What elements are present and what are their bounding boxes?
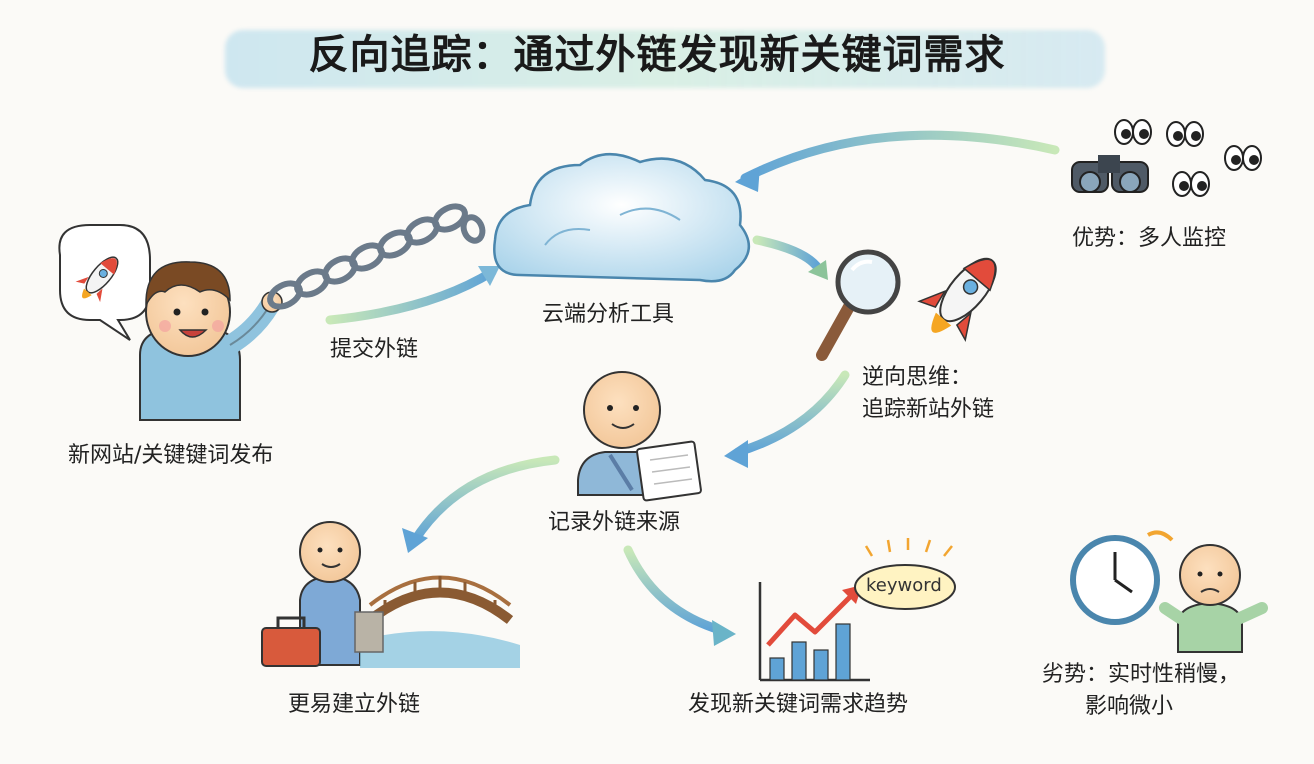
label-submit: 提交外链 (330, 337, 419, 362)
arrow-cloud-to-magnifier (752, 235, 828, 280)
bar-chart-icon (758, 538, 956, 682)
clock-icon (1070, 530, 1174, 625)
page-title: 反向追踪：通过外链发现新关键词需求 (308, 32, 1006, 78)
label-cloud: 云端分析工具 (542, 302, 675, 327)
label-reverse-line1: 逆向思维： (862, 365, 973, 390)
title-highlight (225, 30, 1105, 88)
label-reverse-line2: 追踪新站外链 (862, 397, 995, 422)
arrow-monitor-to-cloud (735, 130, 1060, 192)
cloud-icon (493, 152, 750, 283)
label-publisher: 新网站/关键键词发布 (68, 443, 274, 468)
keyword-badge: keyword (866, 575, 942, 596)
label-advantage: 优势：多人监控 (1072, 226, 1227, 251)
label-disadvantage-line2: 影响微小 (1085, 694, 1174, 719)
bridge-icon (354, 575, 520, 668)
toolbox-icon (261, 616, 321, 667)
arrow-reverse-to-record (724, 370, 850, 468)
label-record: 记录外链来源 (548, 510, 681, 535)
chain-icon (267, 203, 486, 310)
label-disadvantage-line1: 劣势：实时性稍慢， (1042, 662, 1241, 687)
arrow-record-to-trend (623, 545, 736, 646)
notepad-icon (608, 440, 702, 502)
worried-person (1159, 544, 1268, 653)
label-trend: 发现新关键词需求趋势 (688, 692, 909, 717)
rocket-icon (917, 257, 997, 343)
arrow-record-to-build (402, 455, 560, 553)
arrow-submit-to-cloud (325, 266, 500, 325)
eyes-icon (1114, 119, 1262, 197)
binoculars-icon (1071, 155, 1149, 193)
speech-bubble-rocket (58, 224, 151, 341)
builder-person (299, 521, 361, 666)
publisher-person (139, 261, 283, 421)
magnifier-icon (816, 249, 901, 361)
label-build: 更易建立外链 (288, 692, 421, 717)
